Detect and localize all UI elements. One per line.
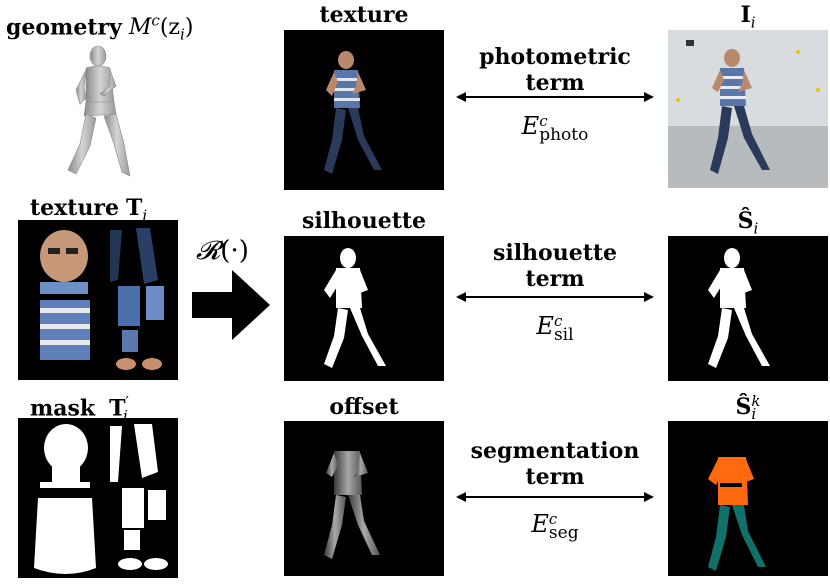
segmentation-term-line2: term: [525, 464, 585, 490]
photometric-energy-sup: c: [539, 111, 548, 130]
photometric-term-line1: photometric: [479, 44, 631, 70]
silhouette-arrow-icon: [456, 290, 654, 304]
render-operator-main: 𝓡: [196, 236, 221, 266]
mask-math-prime: ′: [125, 393, 129, 411]
segmentation-term-line1: segmentation: [470, 438, 640, 464]
silhouette-energy-sub: sil: [553, 324, 574, 345]
mask-atlas-image: [18, 418, 178, 578]
mask-label: mask T′i: [30, 393, 230, 425]
segmentation-energy-sub: seg: [548, 522, 579, 543]
input-photo-image: [668, 30, 828, 188]
offset-title: offset: [329, 394, 399, 420]
gt-silhouette-label: Ŝi: [668, 208, 828, 237]
silhouette-energy-sup: c: [553, 311, 563, 330]
rendered-texture-image: [284, 30, 444, 190]
segmentation-energy-sup: c: [548, 509, 558, 528]
mask-math-sub: i: [122, 406, 128, 425]
render-operator-arg: (·): [220, 236, 249, 266]
photometric-energy-symbol: E: [521, 112, 540, 140]
gt-silhouette-label-sub: i: [753, 219, 759, 238]
gt-segmentation-label-sup: k: [751, 392, 761, 410]
geometry-math-close: ): [184, 15, 194, 41]
silhouette-term-line1: silhouette: [492, 240, 618, 266]
photometric-arrow-icon: [456, 90, 654, 104]
geometry-math-sub: i: [180, 25, 185, 44]
render-operator-label: 𝓡(·): [196, 236, 276, 267]
rendered-offset-image: [284, 421, 444, 576]
texture-atlas-image: [18, 220, 178, 380]
geometry-label: geometry Mc(zi): [6, 12, 236, 44]
gt-silhouette-image: [668, 236, 828, 381]
photometric-term: photometric term: [452, 44, 658, 96]
geometry-mesh-figure: [60, 44, 140, 184]
texture-map-math-sub: i: [142, 206, 148, 225]
silhouette-title: silhouette: [301, 208, 427, 234]
segmentation-arrow-icon: [456, 490, 654, 504]
rendered-silhouette-image: [284, 236, 444, 381]
segmentation-energy-symbol: E: [531, 510, 549, 538]
input-image-label: Ii: [668, 2, 828, 31]
photometric-energy-sub: photo: [539, 124, 589, 145]
gt-silhouette-label-main: Ŝ: [737, 208, 754, 234]
input-image-label-sub: i: [750, 13, 756, 32]
silhouette-term: silhouette term: [452, 240, 658, 292]
gt-segmentation-label-main: Ŝ: [735, 394, 752, 420]
gt-segmentation-label-sub: i: [751, 405, 757, 423]
segmentation-term: segmentation term: [446, 438, 664, 490]
texture-map-label: texture Ti: [30, 195, 230, 224]
texture-map-math-main: T: [126, 195, 143, 221]
gt-segmentation-image: [668, 421, 828, 576]
silhouette-energy-symbol: E: [536, 312, 554, 340]
geometry-math: Mc(zi): [128, 12, 194, 44]
geometry-math-sup: c: [151, 12, 160, 30]
rendered-texture-title: texture: [319, 2, 409, 28]
mask-label-text: mask: [30, 395, 96, 422]
render-arrow-icon: [190, 268, 272, 342]
photometric-term-line2: term: [525, 70, 585, 96]
geometry-math-main: M: [128, 15, 152, 41]
geometry-label-text: geometry: [6, 14, 122, 41]
input-image-label-main: I: [740, 2, 751, 28]
texture-map-label-text: texture: [30, 195, 120, 221]
geometry-math-arg: (z: [159, 15, 180, 41]
mask-math-main: T: [109, 395, 126, 422]
silhouette-term-line2: term: [525, 266, 585, 292]
